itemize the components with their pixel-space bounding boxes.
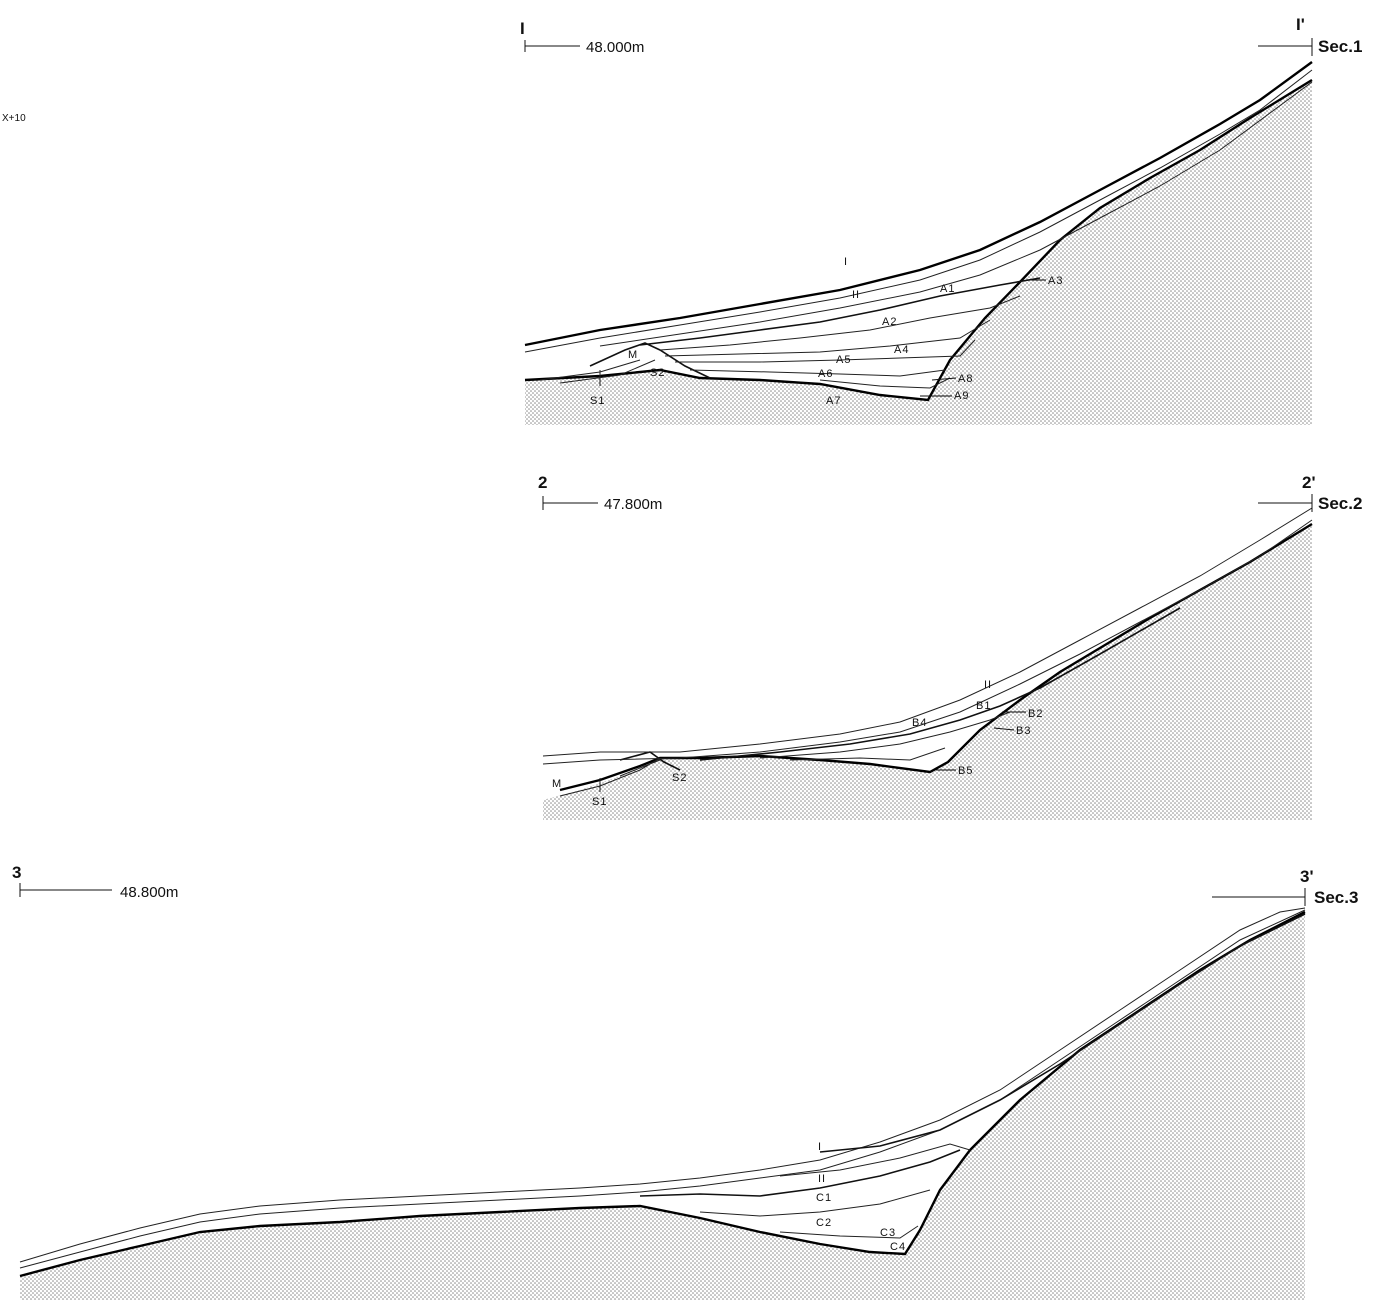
layer-label: C1 — [816, 1192, 832, 1204]
layer-label: M — [628, 349, 638, 361]
layer-label: A6 — [818, 368, 833, 380]
layer-label: A8 — [958, 373, 973, 385]
section-2-name: Sec.2 — [1318, 494, 1362, 513]
section-2-layer-II — [699, 607, 1181, 761]
layer-label: B3 — [1016, 725, 1031, 737]
section-2-elevation: 47.800m — [604, 496, 662, 513]
section-2-s-lines — [559, 757, 661, 797]
section-3-layer-C1 — [639, 1149, 961, 1197]
section-1-layer-A2 — [659, 295, 1021, 351]
section-1-start-marker: I — [520, 19, 525, 38]
layer-label: A3 — [1048, 275, 1063, 287]
section-1-mound — [589, 342, 711, 379]
section-1-surface — [524, 61, 1313, 347]
section-2-start-marker: 2 — [538, 473, 547, 492]
section-3-name: Sec.3 — [1314, 888, 1358, 907]
layer-label: M — [552, 778, 562, 790]
section-3-start-marker: 3 — [12, 863, 21, 882]
layer-label: I — [844, 256, 848, 268]
section-3-end-marker: 3' — [1300, 867, 1314, 886]
section-2-bedrock-surface — [559, 522, 1313, 792]
section-2-mound — [619, 751, 681, 771]
layer-label: S2 — [672, 772, 687, 784]
section-1-layer-I — [524, 69, 1313, 353]
section-1-bedrock-surface — [524, 78, 1313, 402]
layer-label: S1 — [590, 395, 605, 407]
section-2 — [542, 507, 1313, 820]
layer-label: B2 — [1028, 708, 1043, 720]
layer-label: B4 — [912, 717, 927, 729]
section-1-layer-A4 — [664, 319, 991, 357]
section-1-elevation: 48.000m — [586, 39, 644, 56]
section-1-bedrock — [525, 80, 1312, 425]
section-3 — [19, 907, 1306, 1300]
section-2-layer-B1 — [759, 711, 1011, 759]
section-3-surface — [19, 907, 1306, 1263]
layer-label: B1 — [976, 700, 991, 712]
layer-label: S1 — [592, 796, 607, 808]
layer-label: A7 — [826, 395, 841, 407]
layer-label: C3 — [880, 1227, 896, 1239]
section-2-labels: 2 47.800m 2' Sec.2 II B1 B2 B3 B4 B5 M S… — [538, 473, 1362, 808]
layer-label: II — [984, 679, 992, 691]
section-1-layer-A5 — [675, 339, 976, 363]
section-3-layer-C2 — [699, 1189, 931, 1217]
section-2-surface — [542, 507, 1313, 757]
section-3-bedrock — [20, 912, 1305, 1300]
section-3-layer-II — [779, 1143, 971, 1177]
layer-label: A4 — [894, 344, 909, 356]
section-1 — [524, 61, 1313, 425]
layer-label: II — [818, 1173, 826, 1185]
layer-label: C4 — [890, 1241, 906, 1253]
section-3-layer-upper — [19, 909, 1306, 1269]
layer-label: A1 — [940, 283, 955, 295]
layer-label: C2 — [816, 1217, 832, 1229]
section-1-layer-II — [599, 81, 1313, 347]
layer-label: A9 — [954, 390, 969, 402]
section-3-labels: 3 48.800m 3' Sec.3 I II C1 C2 C3 C4 — [12, 863, 1358, 1253]
layer-label: I — [818, 1141, 822, 1153]
section-2-layer-upper — [542, 519, 1313, 765]
layer-label: A2 — [882, 316, 897, 328]
layer-label: A5 — [836, 354, 851, 366]
section-1-labels: I 48.000m I' Sec.1 I II A1 A2 A3 A4 A5 A… — [520, 15, 1362, 407]
section-3-layer-C3 — [779, 1225, 919, 1239]
section-2-end-marker: 2' — [1302, 473, 1316, 492]
section-2-layer-B4 — [789, 747, 946, 761]
section-1-end-marker: I' — [1296, 15, 1305, 34]
layer-label: B5 — [958, 765, 973, 777]
layer-label: II — [852, 289, 860, 301]
section-2-bedrock — [543, 524, 1312, 820]
corner-mark: X+10 — [2, 113, 26, 124]
layer-label: S2 — [650, 367, 665, 379]
section-1-s-lines — [539, 359, 656, 386]
section-1-layer-A8 — [819, 377, 951, 389]
section-3-elevation: 48.800m — [120, 884, 178, 901]
section-3-layer-I — [819, 913, 1306, 1153]
section-1-name: Sec.1 — [1318, 37, 1362, 56]
section-1-layer-A1 — [639, 277, 1041, 346]
section-1-layer-A6 — [689, 369, 946, 377]
